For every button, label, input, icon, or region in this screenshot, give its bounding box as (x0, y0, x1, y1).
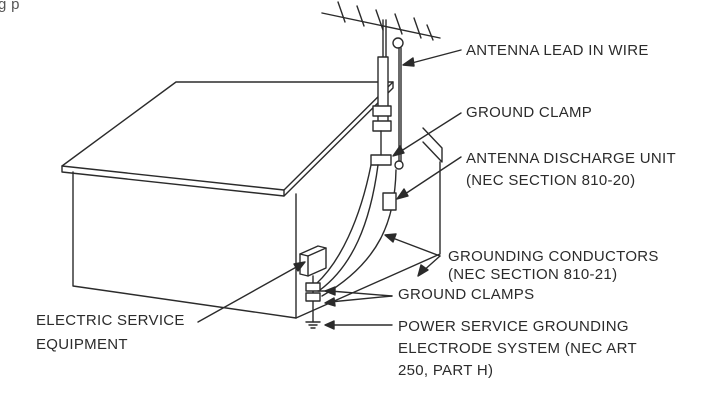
leader-lines (197, 49, 462, 330)
header-fragment: g p (0, 0, 20, 13)
lead-in-standoff (392, 37, 404, 49)
label-line: GROUND CLAMPS (398, 286, 535, 303)
label-antenna-discharge-unit: ANTENNA DISCHARGE UNIT (NEC SECTION 810-… (466, 148, 676, 192)
label-line: GROUNDING CONDUCTORS (448, 248, 659, 265)
label-line: EQUIPMENT (36, 336, 128, 353)
antenna (321, 1, 441, 170)
label-line: ELECTRODE SYSTEM (NEC ART (398, 340, 637, 357)
label-grounding-conductors: GROUNDING CONDUCTORS (NEC SECTION 810-21… (448, 246, 659, 286)
gable-end (422, 127, 443, 163)
electric-service-box (299, 245, 327, 277)
grounding-conductors (315, 164, 397, 297)
label-line: (NEC SECTION 810-20) (466, 172, 636, 189)
label-line: (NEC SECTION 810-21) (448, 266, 618, 283)
label-ground-clamps: GROUND CLAMPS (398, 284, 534, 306)
front-wall (72, 171, 297, 319)
label-line: 250, PART H) (398, 362, 494, 379)
house (61, 81, 443, 319)
label-line: ANTENNA DISCHARGE UNIT (466, 150, 676, 167)
label-line: POWER SERVICE GROUNDING (398, 318, 629, 335)
label-ground-clamp: GROUND CLAMP (466, 102, 592, 124)
label-line: GROUND CLAMP (466, 104, 593, 121)
label-line: ELECTRIC SERVICE (36, 312, 185, 329)
label-line: ANTENNA LEAD IN WIRE (466, 42, 649, 59)
side-wall (295, 161, 441, 319)
label-electric-service-equipment: ELECTRIC SERVICE EQUIPMENT (36, 310, 185, 356)
antenna-discharge-unit-box (382, 192, 397, 211)
label-antenna-lead-in-wire: ANTENNA LEAD IN WIRE (466, 40, 649, 62)
ground-clamps-group (305, 275, 327, 329)
label-power-service-grounding: POWER SERVICE GROUNDING ELECTRODE SYSTEM… (398, 316, 637, 382)
roof-front (61, 81, 394, 191)
